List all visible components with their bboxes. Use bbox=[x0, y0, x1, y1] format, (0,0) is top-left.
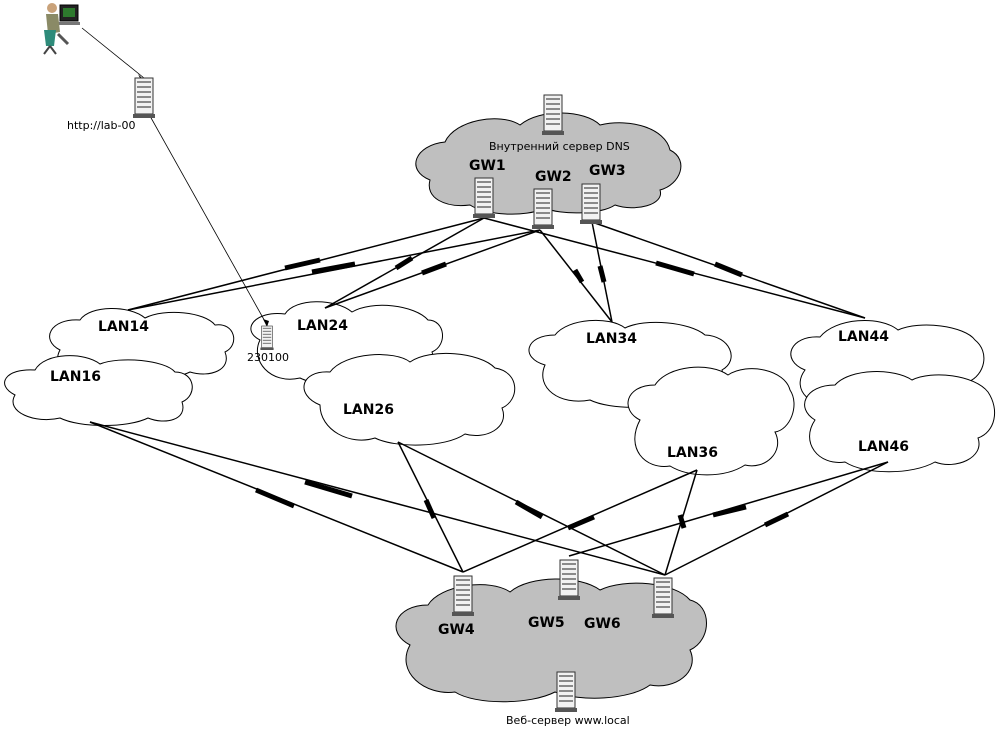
web-server-label: Веб-сервер www.local bbox=[506, 714, 630, 727]
lan14-label: LAN14 bbox=[98, 319, 149, 335]
lan46-label: LAN46 bbox=[858, 439, 909, 455]
gw2-server-icon bbox=[531, 188, 555, 230]
lab-server-icon bbox=[132, 77, 156, 119]
gw1-server-icon bbox=[472, 177, 496, 219]
gw4-server-icon bbox=[451, 575, 475, 617]
gw5-label: GW5 bbox=[528, 615, 565, 631]
gw3-server-icon bbox=[579, 183, 603, 225]
gw5-server-icon bbox=[557, 559, 581, 601]
lan16-label: LAN16 bbox=[50, 369, 101, 385]
dns-server-label: Внутренний сервер DNS bbox=[489, 140, 630, 153]
web-server-icon bbox=[554, 671, 578, 713]
lan44-label: LAN44 bbox=[838, 329, 889, 345]
user-workstation-icon bbox=[43, 3, 80, 55]
cloud-lan46 bbox=[804, 371, 996, 473]
links bbox=[81, 27, 889, 576]
gw3-label: GW3 bbox=[589, 163, 626, 179]
gw4-label: GW4 bbox=[438, 622, 475, 638]
lan26-label: LAN26 bbox=[343, 402, 394, 418]
lan34-label: LAN34 bbox=[586, 331, 637, 347]
lan36-label: LAN36 bbox=[667, 445, 718, 461]
lan24-label: LAN24 bbox=[297, 318, 348, 334]
gw6-server-icon bbox=[651, 577, 675, 619]
cloud-lan26 bbox=[303, 352, 516, 446]
gw6-label: GW6 bbox=[584, 616, 621, 632]
gw1-label: GW1 bbox=[469, 158, 506, 174]
lab-server-label: http://lab-00 bbox=[67, 119, 135, 132]
small-node-icon bbox=[260, 325, 274, 351]
small-node-label: 230100 bbox=[247, 351, 289, 364]
gw2-label: GW2 bbox=[535, 169, 572, 185]
dns-server-icon bbox=[541, 94, 565, 136]
cloud-lan16 bbox=[4, 355, 193, 426]
cloud-lan36 bbox=[627, 366, 795, 476]
